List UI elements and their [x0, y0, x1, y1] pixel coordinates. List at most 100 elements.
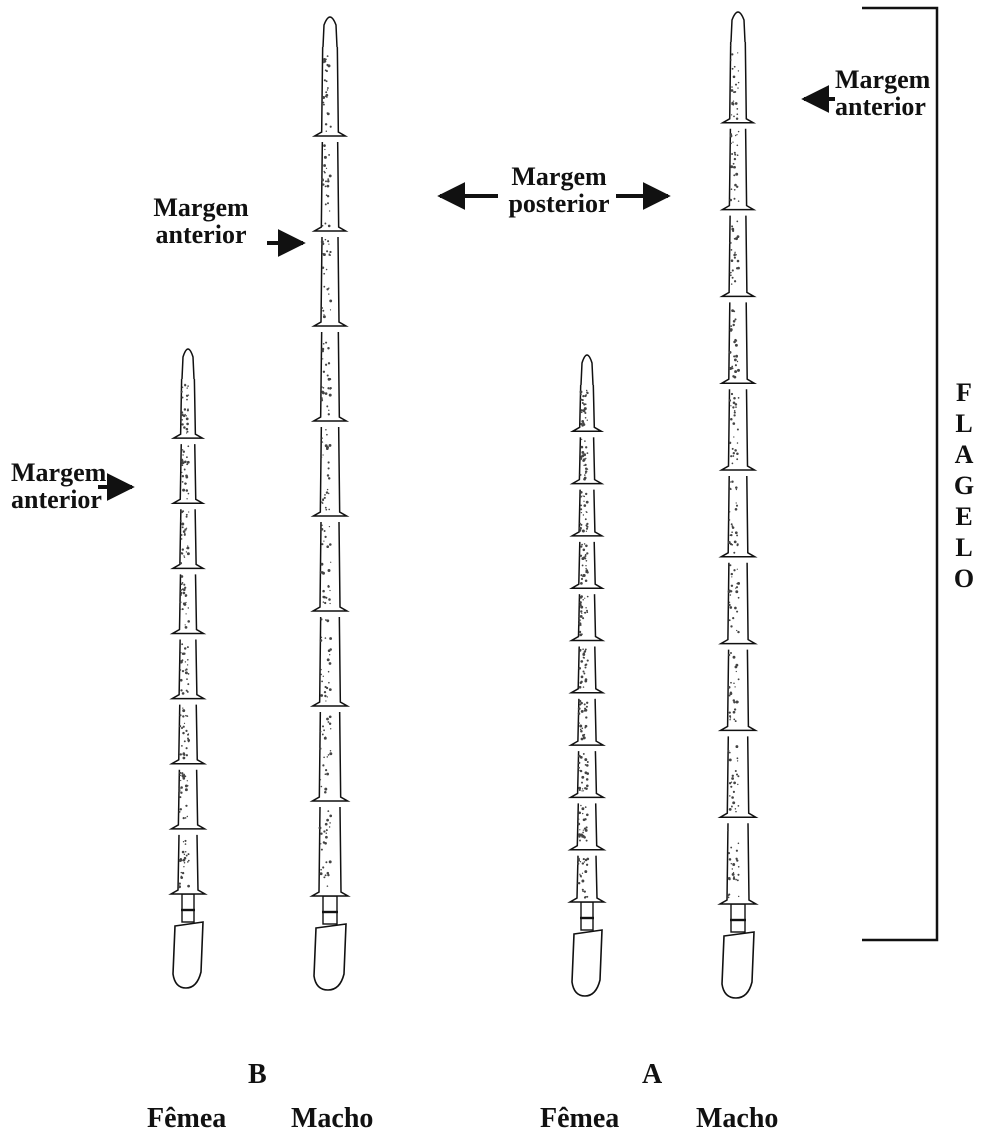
- stipple-dot: [732, 324, 734, 326]
- stipple-dot: [734, 189, 736, 191]
- stipple-dot: [328, 154, 330, 156]
- antenna-scape: [314, 924, 346, 990]
- stipple-dot: [583, 686, 584, 687]
- stipple-dot: [181, 772, 183, 774]
- stipple-dot: [180, 562, 182, 564]
- stipple-dot: [738, 866, 740, 868]
- stipple-dot: [582, 832, 584, 834]
- stipple-dot: [187, 445, 189, 447]
- stipple-dot: [729, 242, 731, 244]
- stipple-dot: [319, 826, 322, 829]
- stipple-dot: [324, 530, 326, 532]
- stipple-dot: [321, 525, 323, 527]
- stipple-dot: [579, 634, 582, 637]
- stipple-dot: [585, 555, 587, 557]
- stipple-dot: [584, 612, 586, 614]
- stipple-dot: [327, 489, 328, 490]
- stipple-dot: [736, 502, 737, 503]
- flagellomere: [570, 856, 604, 902]
- label-line: posterior: [508, 190, 610, 217]
- stipple-dot: [323, 387, 325, 389]
- stipple-dot: [321, 399, 324, 402]
- stipple-dot: [583, 574, 585, 576]
- stipple-dot: [737, 874, 739, 876]
- stipple-dot: [738, 70, 739, 71]
- stipple-dot: [580, 491, 583, 494]
- stipple-dot: [733, 711, 736, 714]
- stipple-dot: [324, 686, 326, 688]
- stipple-dot: [584, 890, 586, 892]
- stipple-dot: [581, 512, 582, 513]
- stipple-dot: [583, 819, 586, 822]
- stipple-dot: [185, 602, 186, 603]
- stipple-dot: [584, 440, 586, 442]
- stipple-dot: [730, 405, 731, 406]
- stipple-dot: [586, 610, 588, 612]
- stipple-dot: [321, 786, 323, 788]
- stipple-dot: [186, 516, 188, 518]
- stipple-dot: [326, 819, 329, 822]
- stipple-dot: [586, 526, 588, 528]
- stipple-dot: [733, 320, 736, 323]
- stipple-dot: [580, 703, 582, 705]
- stipple-dot: [730, 590, 732, 592]
- stipple-dot: [732, 68, 734, 70]
- stipple-dot: [180, 391, 182, 393]
- stipple-dot: [181, 872, 182, 873]
- stipple-dot: [323, 830, 325, 832]
- stipple-dot: [729, 606, 732, 609]
- flagellomere: [312, 807, 348, 896]
- stipple-dot: [329, 688, 332, 691]
- antenna-pedicel: [323, 896, 337, 924]
- stipple-dot: [582, 670, 584, 672]
- stipple-dot: [735, 406, 737, 408]
- stipple-dot: [585, 663, 587, 665]
- stipple-dot: [178, 790, 180, 792]
- stipple-dot: [187, 861, 189, 863]
- stipple-dot: [184, 384, 185, 385]
- stipple-dot: [735, 666, 738, 669]
- stipple-dot: [728, 852, 730, 854]
- stipple-dot: [329, 590, 330, 591]
- stipple-dot: [180, 689, 182, 691]
- stipple-dot: [586, 702, 588, 704]
- stipple-dot: [733, 683, 735, 685]
- stipple-dot: [584, 703, 586, 705]
- stipple-dot: [736, 221, 738, 223]
- stipple-dot: [187, 780, 188, 781]
- stipple-dot: [731, 393, 733, 395]
- stipple-dot: [181, 411, 183, 413]
- stipple-dot: [732, 873, 735, 876]
- stipple-dot: [586, 511, 587, 512]
- stipple-dot: [582, 599, 584, 601]
- stipple-dot: [323, 286, 325, 288]
- stipple-dot: [323, 757, 325, 759]
- stipple-dot: [326, 446, 329, 449]
- stipple-dot: [183, 859, 185, 861]
- stipple-dot: [330, 750, 332, 752]
- stipple-dot: [584, 557, 586, 559]
- stipple-dot: [729, 564, 731, 566]
- stipple-dot: [731, 523, 733, 525]
- stipple-dot: [321, 386, 322, 387]
- flagellomere: [721, 650, 756, 731]
- stipple-dot: [323, 273, 325, 275]
- stipple-dot: [327, 87, 329, 89]
- stipple-dot: [322, 183, 324, 185]
- stipple-dot: [729, 878, 731, 880]
- stipple-dot: [729, 442, 731, 444]
- stipple-dot: [323, 315, 326, 318]
- stipple-dot: [581, 578, 583, 580]
- stipple-dot: [185, 415, 187, 417]
- stipple-dot: [579, 874, 580, 875]
- stipple-dot: [184, 460, 187, 463]
- label-group-b: B: [248, 1060, 267, 1089]
- stipple-dot: [732, 269, 734, 271]
- stipple-dot: [323, 144, 326, 147]
- stipple-dot: [581, 782, 583, 784]
- stipple-dot: [581, 807, 584, 810]
- stipple-dot: [578, 836, 580, 838]
- stipple-dot: [182, 753, 184, 755]
- stipple-dot: [731, 114, 732, 115]
- stipple-dot: [182, 397, 184, 399]
